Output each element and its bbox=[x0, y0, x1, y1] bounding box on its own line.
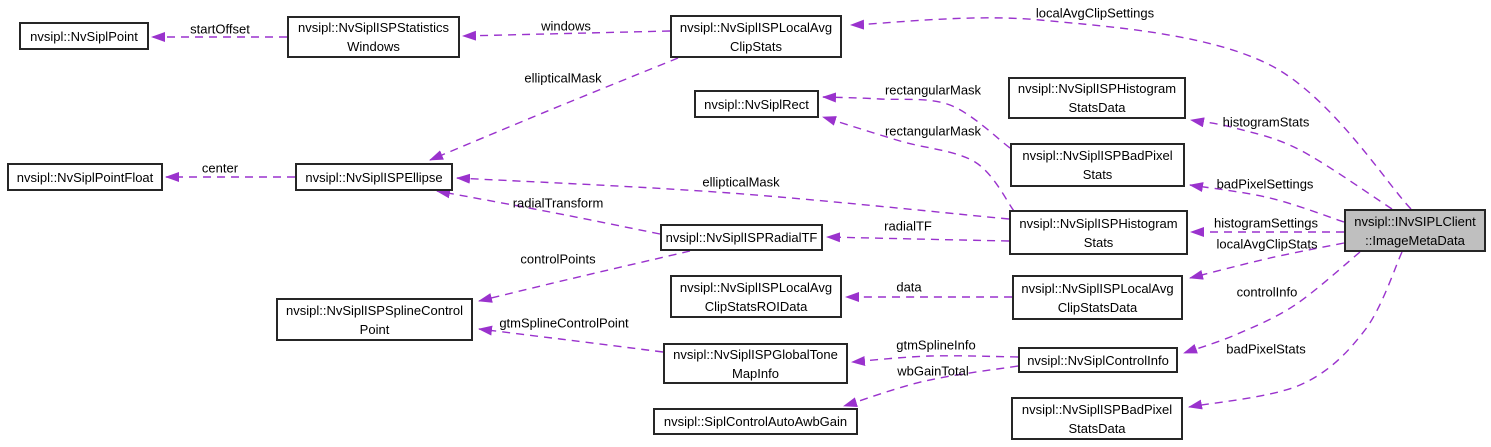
class-node-image-meta-data: nvsipl::INvSIPLClient::ImageMetaData bbox=[1344, 209, 1486, 252]
edge-rectangularMask bbox=[822, 116, 1015, 212]
node-label-line: MapInfo bbox=[732, 365, 779, 381]
node-label-line: nvsipl::SiplControlAutoAwbGain bbox=[663, 414, 848, 429]
edge-rectangularMask bbox=[822, 92, 1011, 149]
node-label-line: nvsipl::NvSiplControlInfo bbox=[1027, 352, 1169, 368]
edge-wbGainTotal bbox=[843, 365, 1019, 407]
edge-gtmSplineControlPoint bbox=[478, 325, 664, 353]
node-label-line: nvsipl::NvSiplISPLocalAvg bbox=[679, 279, 833, 295]
edge-ellipticalMask bbox=[429, 57, 679, 161]
node-label-line: StatsData bbox=[1068, 100, 1126, 115]
edge-gtmSplineInfo bbox=[851, 355, 1019, 366]
node-label-line: nvsipl::INvSIPLClient bbox=[1354, 213, 1476, 229]
edge-radialTF bbox=[826, 232, 1010, 243]
edge-controlPoints bbox=[478, 250, 691, 303]
edge-badPixelSettings bbox=[1189, 182, 1345, 223]
node-label-line: nvsipl::NvSiplPoint bbox=[30, 28, 138, 44]
node-label-line: ClipStatsData bbox=[1057, 299, 1138, 315]
node-label-line: nvsipl::NvSiplISPHistogram bbox=[1019, 215, 1178, 231]
node-label-line: nvsipl::NvSiplISPHistogram bbox=[1017, 81, 1177, 96]
node-label-line: ClipStats bbox=[729, 38, 783, 54]
edge-localAvgClipSettings bbox=[850, 17, 1412, 210]
class-node-nvsipl-point[interactable]: nvsipl::NvSiplPoint bbox=[19, 22, 149, 50]
class-node-point-float[interactable]: nvsipl::NvSiplPointFloat bbox=[7, 163, 163, 191]
node-label-line: StatsData bbox=[1068, 420, 1126, 436]
node-label-line: nvsipl::NvSiplISPLocalAvg bbox=[679, 19, 833, 35]
class-node-ellipse[interactable]: nvsipl::NvSiplISPEllipse bbox=[295, 163, 453, 191]
node-label-line: nvsipl::NvSiplISPGlobalTone bbox=[673, 346, 838, 362]
node-label-line: nvsipl::NvSiplISPEllipse bbox=[305, 169, 443, 185]
node-label-line: nvsipl::NvSiplPointFloat bbox=[16, 169, 154, 185]
class-node-sipl-control-auto-awb-gain[interactable]: nvsipl::SiplControlAutoAwbGain bbox=[653, 408, 858, 435]
node-label-line: Stats bbox=[1083, 234, 1114, 250]
node-label-line: Windows bbox=[347, 39, 400, 54]
node-label-line: Point bbox=[359, 321, 390, 337]
edge-localAvgClipStats bbox=[1189, 242, 1345, 280]
node-label-line: nvsipl::NvSiplISPLocalAvg bbox=[1021, 280, 1174, 296]
edge-badPixelStats bbox=[1188, 251, 1403, 410]
node-label-line: ClipStatsROIData bbox=[704, 298, 808, 314]
node-label-line: nvsipl::NvSiplISPBadPixel bbox=[1022, 148, 1173, 163]
node-label-line: ::ImageMetaData bbox=[1365, 232, 1465, 248]
node-label-line: nvsipl::NvSiplISPSplineControl bbox=[285, 302, 464, 318]
class-node-rect[interactable]: nvsipl::NvSiplRect bbox=[694, 90, 819, 118]
edge-histogramStats bbox=[1190, 117, 1393, 210]
node-label-line: nvsipl::NvSiplISPStatistics bbox=[298, 20, 449, 35]
edge-windows bbox=[462, 30, 671, 41]
edge-radialTransform bbox=[436, 188, 661, 235]
class-node-control-info[interactable]: nvsipl::NvSiplControlInfo bbox=[1018, 347, 1178, 373]
node-label-line: nvsipl::NvSiplISPBadPixel bbox=[1021, 401, 1173, 417]
node-label-line: Stats bbox=[1082, 167, 1113, 182]
class-node-radial-tf[interactable]: nvsipl::NvSiplISPRadialTF bbox=[660, 224, 823, 251]
node-label-line: nvsipl::NvSiplRect bbox=[704, 96, 809, 112]
edge-controlInfo bbox=[1183, 251, 1361, 354]
node-label-line: nvsipl::NvSiplISPRadialTF bbox=[665, 230, 818, 245]
edge-ellipticalMask bbox=[456, 173, 1010, 220]
